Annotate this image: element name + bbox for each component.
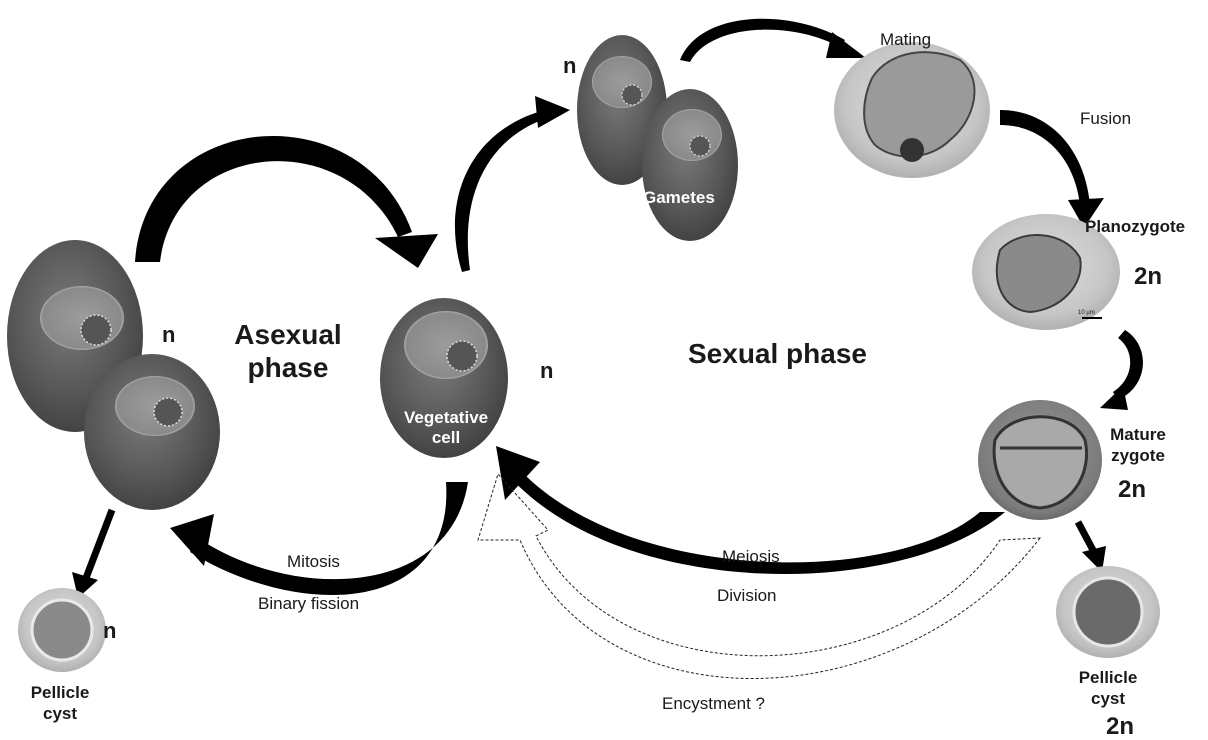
asexual-cell-front-nucleus [153,397,183,427]
asexual-top-arrowhead [375,234,438,268]
right-cyst-ploidy: 2n [1106,713,1135,740]
gametes-label: Gametes [643,188,715,207]
gametes-ploidy: n [563,53,577,78]
gamete-cell-front-nucleus [689,135,711,157]
meiosis-label: Meiosis [722,547,780,566]
mitosis-arrowhead [170,514,214,566]
planozygote-label: Planozygote [1085,217,1186,236]
asexual-phase-label: Asexual phase [234,319,342,384]
vegetative-ploidy: n [540,358,554,383]
to-mature-arrow [1113,330,1143,400]
to-mature-arrowhead [1100,386,1128,410]
gamete-cell-back-nucleus [621,84,643,106]
right-cyst-arrowhead [1082,546,1106,572]
asexual-top-arrow [135,135,412,262]
planozygote-cell [995,234,1082,314]
mitosis-arrow [190,482,468,596]
to-gametes-arrow [454,110,547,272]
mature-zygote-ploidy: 2n [1118,476,1147,503]
right-cyst-cell [1072,576,1144,648]
left-cyst-cell [30,598,94,662]
mature-zygote-label: Mature zygote [1110,425,1166,466]
meiosis-arrow [508,470,1005,574]
fusion-arrowhead [1068,198,1104,228]
to-gametes-arrowhead [535,96,570,128]
mature-zygote-cell [992,415,1088,510]
left-cyst-ploidy: n [103,618,117,643]
right-pellicle-cyst-label: Pellicle cyst [1078,668,1138,709]
vegetative-cell-label: Vegetative cell [404,408,489,448]
asexual-cell-back-body [40,286,124,350]
mitosis-label: Mitosis [287,552,340,571]
mating-cells [863,51,976,158]
fusion-label: Fusion [1080,109,1132,128]
left-pellicle-cyst-label: Pellicle cyst [30,683,90,724]
binary-fission-label: Binary fission [258,594,360,613]
asexual-cell-back-nucleus [80,314,112,346]
encystment-label: Encystment ? [662,694,765,713]
to-mating-arrow [680,18,845,62]
gamete-cell-back-body [592,56,652,108]
asexual-cells-ploidy: n [162,322,176,347]
mating-label: Mating [880,30,932,49]
left-cyst-line [82,508,116,580]
gamete-cell-front-body [662,109,722,161]
vegetative-cell-body [404,311,488,379]
fusion-arrow [1000,110,1090,205]
vegetative-cell-nucleus [446,340,478,372]
sexual-phase-label: Sexual phase [688,338,867,369]
right-cyst-line [1074,520,1098,554]
mating-cell-detail [900,138,924,162]
division-label: Division [717,586,777,605]
meiosis-arrowhead [496,446,540,500]
planozygote-ploidy: 2n [1134,263,1163,290]
to-mating-arrowhead [826,32,866,58]
scale-bar-label: 10 µm [1078,310,1095,316]
encystment-arrow [477,473,1042,679]
